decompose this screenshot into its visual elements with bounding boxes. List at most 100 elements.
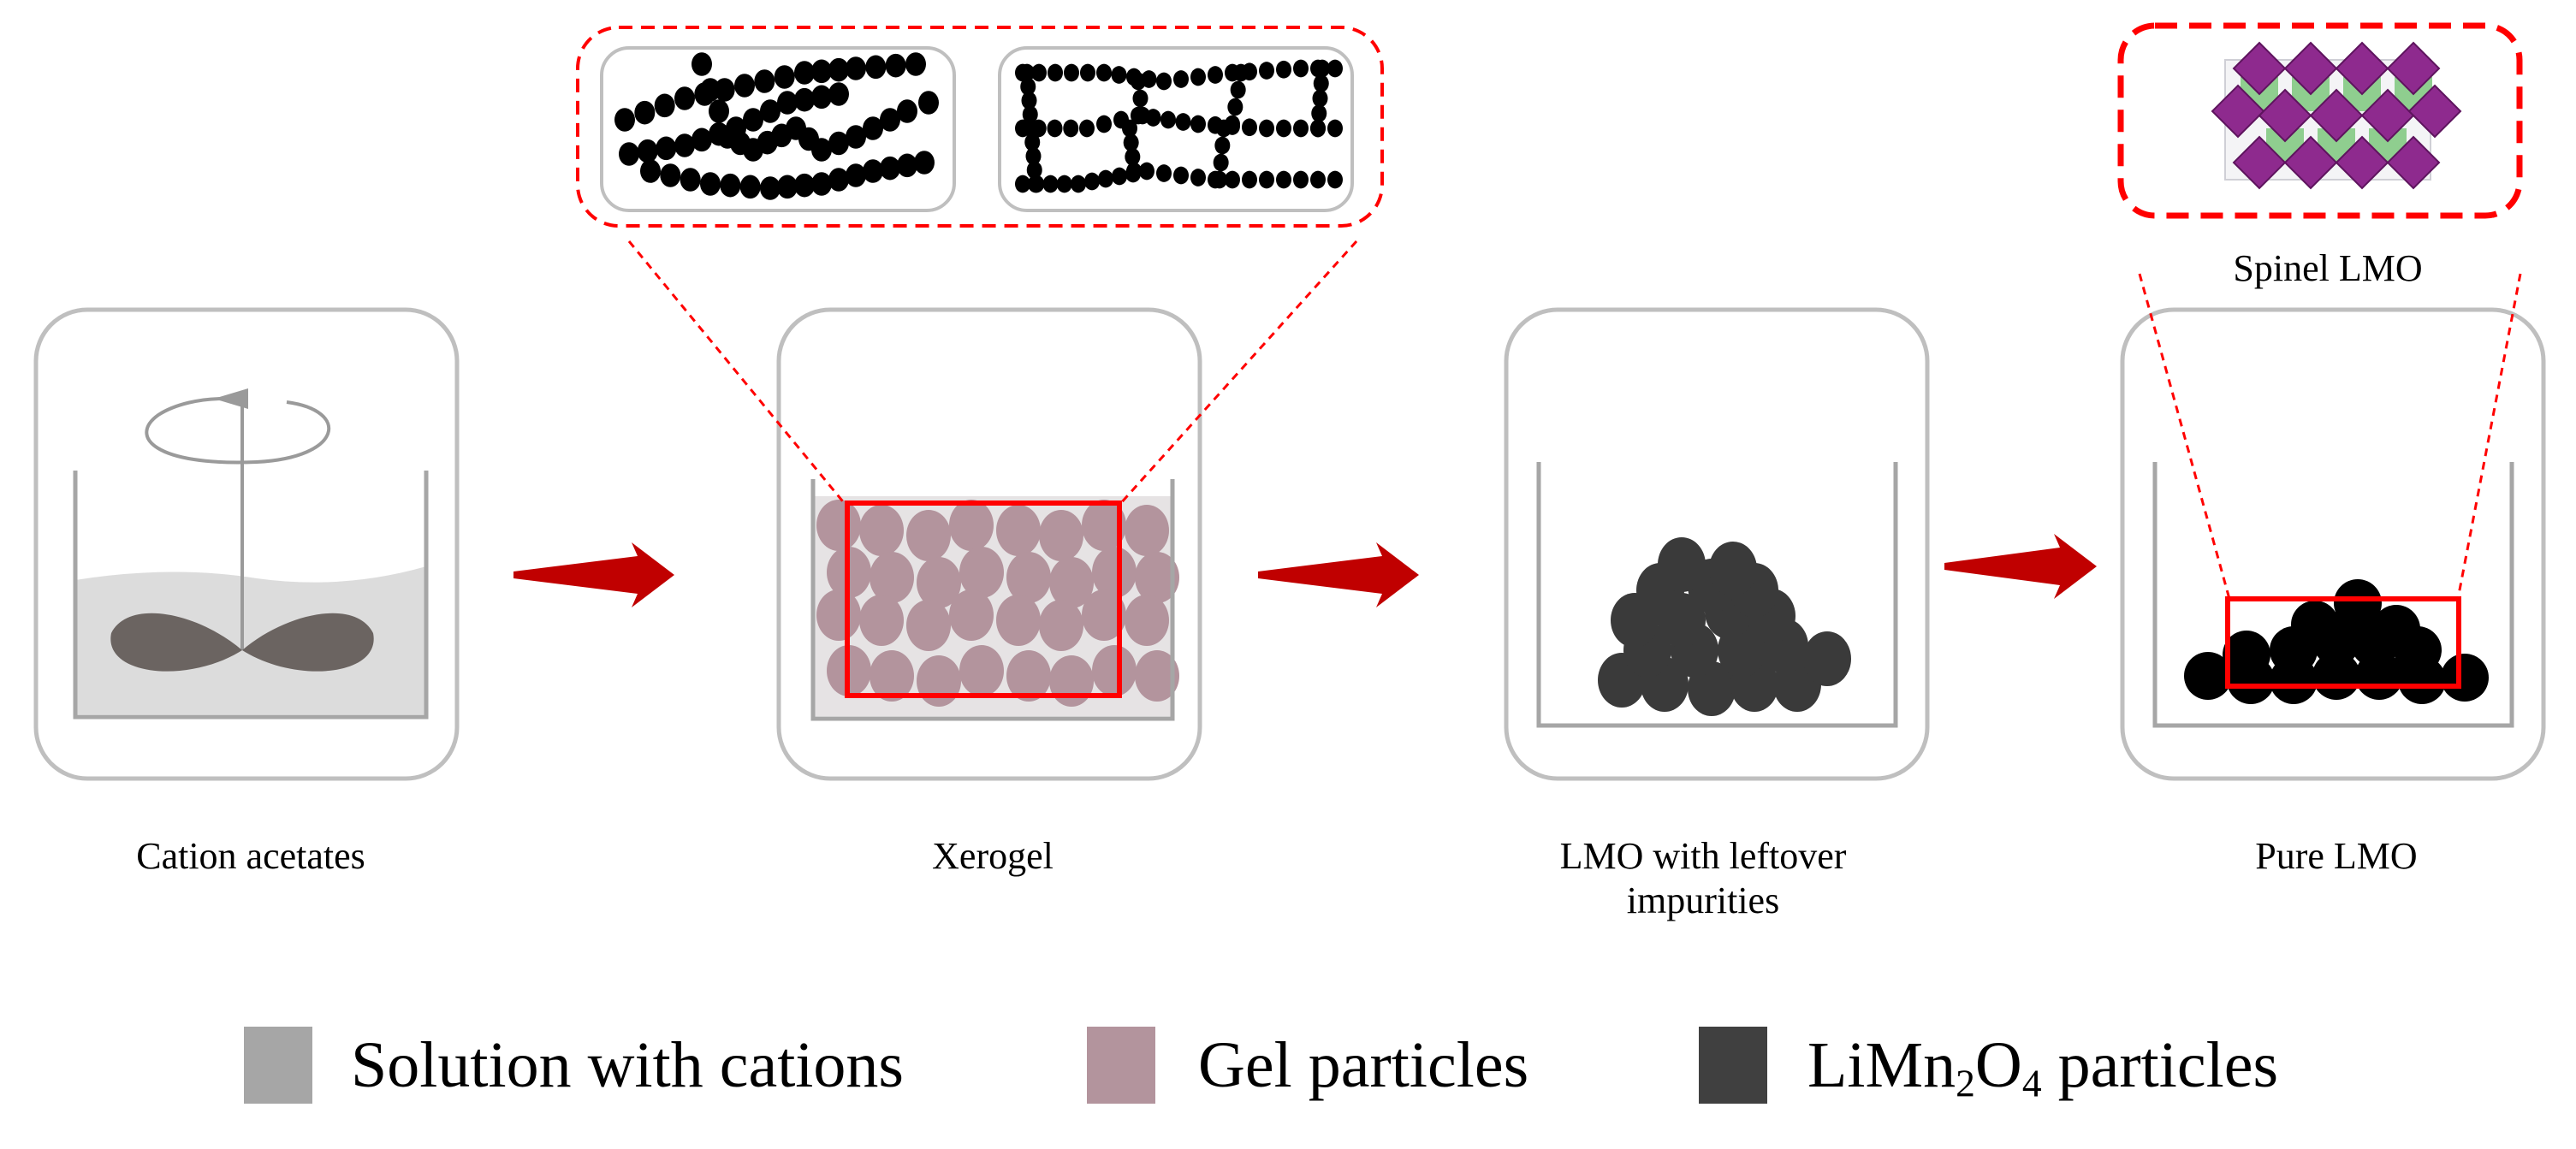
xerogel-zoom-box xyxy=(845,500,1122,698)
chain-bead xyxy=(1233,63,1249,82)
chain-bead xyxy=(660,163,681,187)
chain-bead xyxy=(1312,89,1328,108)
gel-particle xyxy=(1006,650,1051,702)
chain-bead xyxy=(1028,175,1043,193)
chain-bead xyxy=(656,136,677,161)
step4-label: Pure LMO xyxy=(2255,835,2418,877)
legend-swatch-gel xyxy=(1087,1027,1155,1104)
spinel-inset xyxy=(2117,22,2523,600)
chain-bead xyxy=(794,87,815,112)
chain-bead xyxy=(811,172,832,196)
chain-bead xyxy=(1313,74,1329,92)
chain-bead xyxy=(1212,170,1227,189)
gel-particle xyxy=(816,500,861,551)
chain-bead xyxy=(700,78,721,102)
gel-particle xyxy=(917,557,961,608)
gel-particle xyxy=(1049,557,1094,608)
chain-bead xyxy=(811,85,832,110)
chain-bead xyxy=(1096,115,1112,133)
spinel-octahedron xyxy=(2386,135,2441,190)
chain-bead xyxy=(1112,167,1127,186)
chain-bead xyxy=(739,175,761,199)
chain-bead xyxy=(828,131,849,156)
chain-bead xyxy=(1042,175,1059,193)
gel-particle xyxy=(949,500,994,551)
chain-bead xyxy=(743,108,763,132)
chain-bead xyxy=(1024,119,1039,138)
gel-particle xyxy=(1092,645,1137,696)
gel-particle xyxy=(1082,589,1126,641)
gel-particle xyxy=(859,595,904,646)
chain-bead xyxy=(1327,170,1343,189)
chain-bead xyxy=(1175,113,1191,131)
spinel-octahedron xyxy=(2283,135,2338,190)
chain-bead xyxy=(1311,104,1327,122)
gel-particle xyxy=(816,589,861,641)
gel-particle xyxy=(1049,655,1094,707)
gel-particle xyxy=(1006,552,1051,603)
chain-bead xyxy=(1227,98,1243,116)
chain-bead xyxy=(1098,169,1113,188)
chain-bead xyxy=(674,133,695,157)
chain-bead xyxy=(760,176,781,200)
chain-bead xyxy=(619,142,639,166)
chain-bead xyxy=(1213,153,1229,172)
chain-bead xyxy=(1021,92,1037,110)
lmo-particle xyxy=(1803,631,1851,686)
chain-bead xyxy=(1259,170,1274,189)
chain-bead xyxy=(1024,133,1041,151)
step4-beaker xyxy=(2152,462,2514,728)
chain-bead xyxy=(774,65,795,89)
pure-lmo-particle xyxy=(2372,605,2420,653)
xerogel-inset xyxy=(576,26,1384,506)
chain-bead xyxy=(1019,63,1035,82)
gel-particle xyxy=(1092,547,1137,598)
pure-lmo-particle xyxy=(2334,579,2382,627)
chain-bead xyxy=(1242,118,1257,137)
chain-bead xyxy=(1216,119,1232,138)
chain-bead xyxy=(1276,170,1291,189)
step2-frame xyxy=(776,307,1202,781)
gel-particle xyxy=(1125,505,1169,556)
gel-particle xyxy=(906,600,951,651)
chain-bead xyxy=(777,91,798,115)
chain-bead xyxy=(1259,119,1274,138)
spinel-zoom-box xyxy=(2225,596,2461,689)
chain-bead xyxy=(1276,60,1291,79)
step3-frame xyxy=(1504,307,1930,781)
chain-bead xyxy=(1056,175,1072,193)
gel-particle xyxy=(870,552,914,603)
spinel-octahedron xyxy=(2335,41,2389,96)
legend-swatch-solution xyxy=(244,1027,312,1104)
pure-lmo-particle xyxy=(2223,631,2270,678)
gel-particle xyxy=(959,547,1004,598)
gel-particle xyxy=(859,505,904,556)
chain-bead xyxy=(1225,170,1240,189)
chain-bead xyxy=(654,93,675,118)
spinel-octahedron xyxy=(2407,84,2462,139)
chain-bead xyxy=(1230,80,1246,99)
pure-lmo-particle xyxy=(2184,652,2232,700)
chain-bead xyxy=(1190,169,1206,187)
chain-bead xyxy=(846,56,866,80)
spinel-octahedron xyxy=(2258,88,2312,143)
spinel-octahedron xyxy=(2309,88,2364,143)
chain-bead xyxy=(1020,77,1036,96)
step1-label: Cation acetates xyxy=(136,835,365,877)
chain-bead xyxy=(1214,136,1231,155)
chain-bead xyxy=(1315,59,1330,78)
chain-bead xyxy=(880,156,900,181)
step1-beaker xyxy=(73,388,429,720)
chain-bead xyxy=(691,127,712,152)
chain-bead xyxy=(1084,172,1100,191)
spinel-octahedron xyxy=(2335,135,2389,190)
chain-bead xyxy=(863,159,883,183)
chain-bead xyxy=(1156,72,1172,91)
chain-bead xyxy=(777,175,798,199)
spinel-octahedron xyxy=(2211,84,2265,139)
spinel-octahedron xyxy=(2232,135,2287,190)
chain-bead xyxy=(1242,170,1257,189)
rotation-arrow-icon xyxy=(145,397,331,465)
